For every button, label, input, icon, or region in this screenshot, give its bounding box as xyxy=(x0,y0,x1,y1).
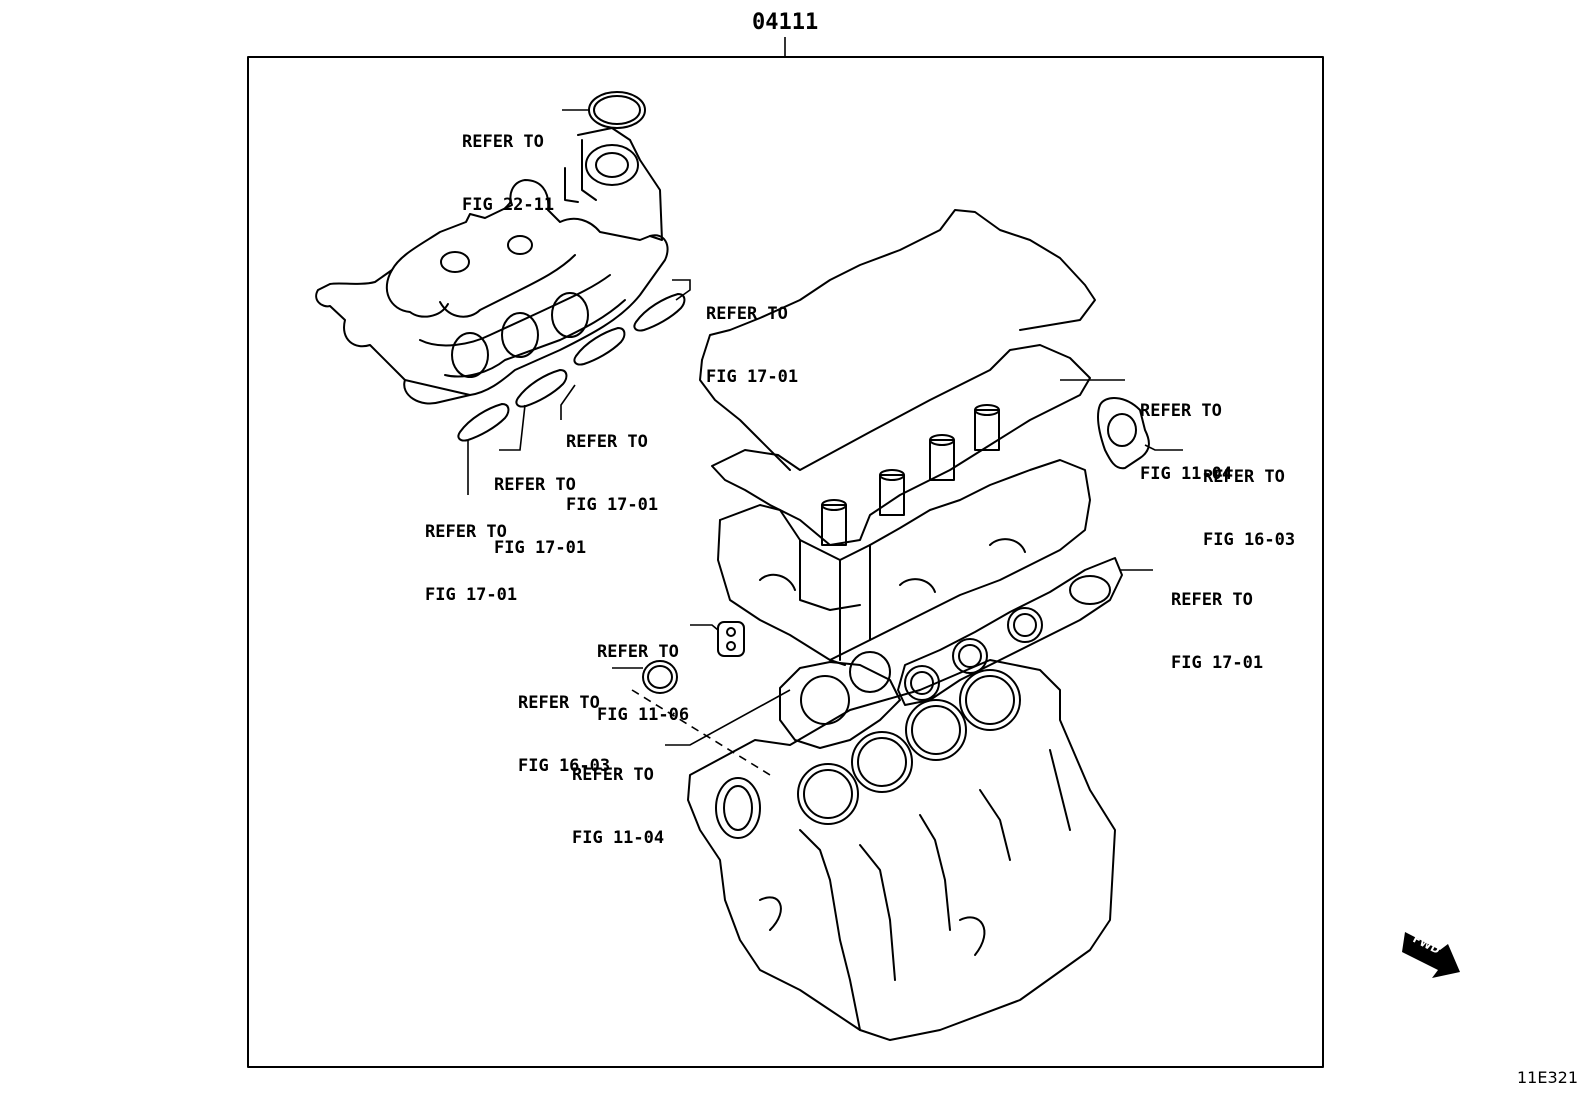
callout-fig-11-04-a: REFER TO FIG 11-04 xyxy=(1140,359,1232,527)
callout-line2: FIG 11-06 xyxy=(597,705,690,725)
callout-line2: FIG 11-04 xyxy=(572,828,665,848)
callout-line1: REFER TO xyxy=(425,522,507,542)
callout-line2: FIG 16-03 xyxy=(518,756,611,776)
callout-line2: FIG 17-01 xyxy=(425,585,518,605)
callout-line1: REFER TO xyxy=(597,642,679,662)
intake-manifold xyxy=(315,127,669,405)
leader-lines xyxy=(467,109,1183,779)
callout-fig-11-04-b: REFER TO FIG 11-04 xyxy=(572,723,664,891)
callout-line2: FIG 11-04 xyxy=(1140,464,1233,484)
callout-fig-17-01-e: REFER TO FIG 17-01 xyxy=(1171,548,1263,716)
exhaust-manifold-gasket xyxy=(897,557,1123,706)
oring-seal xyxy=(642,660,678,694)
callout-fig-11-06: REFER TO FIG 11-06 xyxy=(597,600,689,768)
callout-line1: REFER TO xyxy=(1171,590,1253,610)
callout-fig-16-03-a: REFER TO FIG 16-03 xyxy=(1203,425,1295,593)
kit-frame xyxy=(247,56,1324,1068)
intake-port-gaskets xyxy=(457,293,686,442)
cylinder-head xyxy=(699,209,1096,666)
callout-line2: FIG 17-01 xyxy=(566,495,659,515)
callout-line2: FIG 17-01 xyxy=(1171,653,1264,673)
valve-cover-gasket xyxy=(711,344,1091,546)
callout-line2: FIG 22-11 xyxy=(462,195,555,215)
callout-line1: REFER TO xyxy=(1140,401,1222,421)
callout-fig-17-01-b: REFER TO FIG 17-01 xyxy=(566,390,658,558)
illustration-code: 11E321 xyxy=(1516,1068,1578,1087)
callout-line2: FIG 17-01 xyxy=(494,538,587,558)
fwd-arrow-icon xyxy=(1402,932,1460,978)
callout-line2: FIG 17-01 xyxy=(706,367,799,387)
callout-line1: REFER TO xyxy=(518,693,600,713)
callout-fig-17-01-c: REFER TO FIG 17-01 xyxy=(494,433,586,601)
callout-line2: FIG 16-03 xyxy=(1203,530,1296,550)
callout-fig-17-01-d: REFER TO FIG 17-01 xyxy=(425,480,517,648)
callout-fig-22-11: REFER TO FIG 22-11 xyxy=(462,90,554,258)
callout-fig-16-03-b: REFER TO FIG 16-03 xyxy=(518,651,610,819)
callout-line1: REFER TO xyxy=(494,475,576,495)
callout-line1: REFER TO xyxy=(572,765,654,785)
cylinder-block xyxy=(687,659,1116,1041)
small-oring-gasket xyxy=(717,621,745,657)
callout-line1: REFER TO xyxy=(1203,467,1285,487)
part-number-title: 04111 xyxy=(752,10,819,35)
water-outlet-gasket xyxy=(1096,397,1150,470)
callout-line1: REFER TO xyxy=(462,132,544,152)
callout-fig-17-01-a: REFER TO FIG 17-01 xyxy=(706,262,798,430)
callout-line1: REFER TO xyxy=(706,304,788,324)
throttle-gasket xyxy=(588,91,646,129)
callout-line1: REFER TO xyxy=(566,432,648,452)
